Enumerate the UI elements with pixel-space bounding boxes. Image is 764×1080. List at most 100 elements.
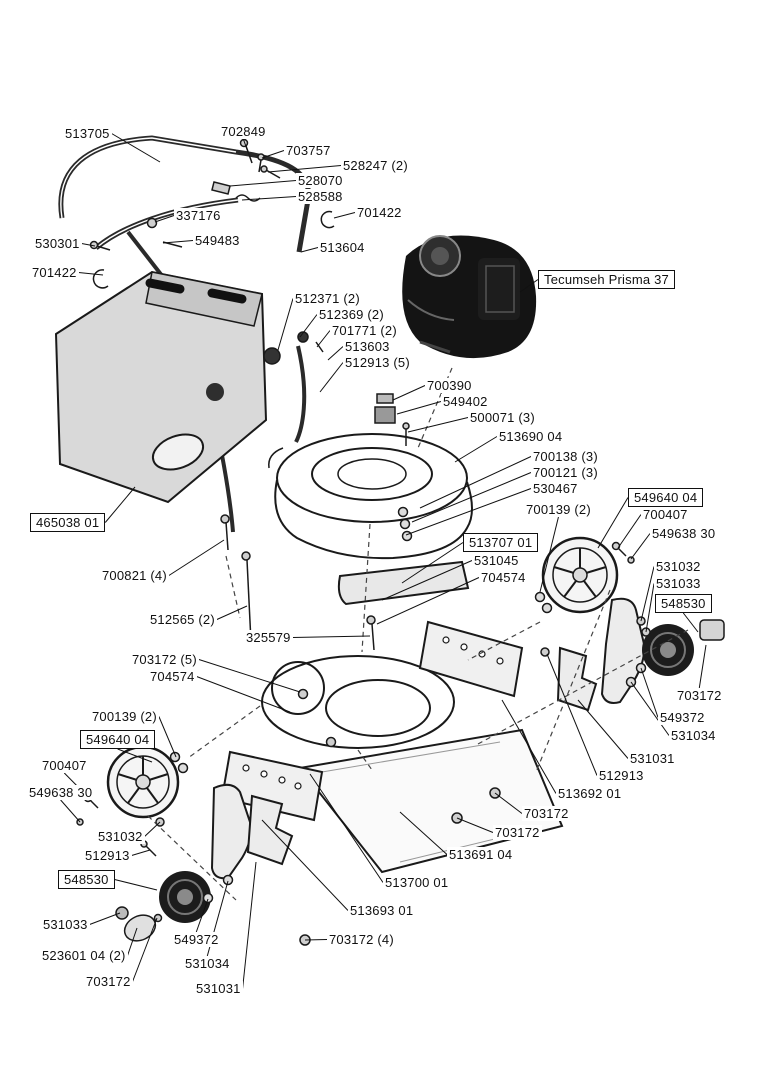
part-label-531032: 531032: [96, 829, 145, 844]
part-label-531032: 531032: [654, 559, 703, 574]
leader-line: [261, 150, 285, 159]
part-label-513707-01: 513707 01: [463, 533, 539, 552]
part-label-700821-4: 700821 (4): [100, 568, 169, 583]
leader-line: [198, 659, 301, 693]
part-label-512913-5: 512913 (5): [343, 355, 412, 370]
part-label-523601-04-2: 523601 04 (2): [40, 948, 128, 963]
part-label-530467: 530467: [531, 481, 580, 496]
part-label-549640-04: 549640 04: [80, 730, 156, 749]
leader-line: [104, 486, 136, 523]
leader-line: [60, 799, 81, 823]
part-label-549638-30: 549638 30: [650, 526, 718, 541]
leader-line: [381, 560, 473, 601]
leader-line: [539, 516, 559, 593]
part-label-513693-01: 513693 01: [348, 903, 416, 918]
leader-line: [299, 314, 318, 338]
leader-line: [196, 676, 291, 713]
part-label-Tecumseh-Prisma-37: Tecumseh Prisma 37: [538, 270, 675, 289]
leader-line: [261, 819, 349, 911]
leader-line: [158, 716, 177, 758]
part-label-700407: 700407: [641, 507, 690, 522]
part-label-531031: 531031: [628, 751, 677, 766]
part-label-700390: 700390: [425, 378, 474, 393]
leader-line: [333, 212, 356, 219]
leader-line: [501, 699, 557, 794]
leader-line: [645, 583, 655, 633]
leader-line: [81, 243, 96, 247]
hub-cap-right: [699, 619, 725, 641]
part-label-513604: 513604: [318, 240, 367, 255]
part-label-703172: 703172: [493, 825, 542, 840]
part-label-700138-3: 700138 (3): [531, 449, 600, 464]
part-label-528247-2: 528247 (2): [341, 158, 410, 173]
leader-line: [319, 362, 344, 393]
engine: [402, 235, 537, 359]
part-label-704574: 704574: [479, 570, 528, 585]
part-label-704574: 704574: [148, 669, 197, 684]
part-label-531033: 531033: [41, 917, 90, 932]
leader-line: [630, 533, 651, 560]
part-label-701771-2: 701771 (2): [330, 323, 399, 338]
bag-strap: [207, 288, 247, 304]
part-label-465038-01: 465038 01: [30, 513, 106, 532]
bag-knob: [206, 383, 224, 401]
part-label-512565-2: 512565 (2): [148, 612, 217, 627]
leader-line: [630, 681, 670, 736]
leader-line: [411, 472, 532, 523]
leader-line: [162, 240, 194, 244]
part-label-703172: 703172: [522, 806, 571, 821]
leader-line: [399, 811, 448, 855]
leader-line: [229, 180, 297, 187]
part-label-513690-04: 513690 04: [497, 429, 565, 444]
leader-line: [617, 514, 642, 549]
leader-line: [316, 330, 331, 348]
part-label-549372: 549372: [172, 932, 221, 947]
pulley-right: [642, 619, 725, 676]
leader-line: [577, 699, 629, 759]
bag-opening: [151, 433, 205, 471]
leader-line: [292, 635, 371, 638]
grass-bag: [54, 270, 268, 504]
leader-line: [242, 138, 249, 153]
leader-line: [168, 539, 225, 576]
leader-line: [519, 279, 539, 293]
leader-line: [117, 748, 153, 763]
leader-line: [154, 215, 175, 223]
leader-line: [392, 385, 426, 401]
part-label-700121-3: 700121 (3): [531, 465, 600, 480]
part-label-701422: 701422: [355, 205, 404, 220]
bag-strap: [145, 278, 185, 294]
leader-line: [546, 653, 598, 776]
part-label-531045: 531045: [472, 553, 521, 568]
leader-line: [132, 917, 158, 982]
part-label-700139-2: 700139 (2): [90, 709, 159, 724]
baffle-plate: [337, 560, 470, 606]
part-label-549372: 549372: [658, 710, 707, 725]
leader-line: [494, 792, 523, 814]
axle-plates: [220, 620, 524, 822]
part-label-512369-2: 512369 (2): [317, 307, 386, 322]
part-label-513705: 513705: [63, 126, 112, 141]
leader-line: [682, 612, 699, 633]
assembly-guides: [147, 367, 689, 901]
leader-line: [640, 566, 655, 622]
part-label-337176: 337176: [174, 208, 223, 223]
leader-line: [304, 939, 328, 941]
part-label-701422: 701422: [30, 265, 79, 280]
leader-line: [78, 272, 104, 276]
part-label-700139-2: 700139 (2): [524, 502, 593, 517]
part-label-703172-5: 703172 (5): [130, 652, 199, 667]
part-label-549483: 549483: [193, 233, 242, 248]
pulley-left: [123, 871, 211, 942]
part-label-703172: 703172: [675, 688, 724, 703]
part-label-703172-4: 703172 (4): [327, 932, 396, 947]
lower-pan: [261, 655, 455, 749]
deck-housing: [268, 433, 473, 560]
leader-line: [89, 912, 121, 925]
part-label-702849: 702849: [219, 124, 268, 139]
leader-line: [242, 861, 257, 989]
part-label-548530: 548530: [58, 870, 115, 889]
leader-line: [300, 247, 319, 253]
part-label-513700-01: 513700 01: [383, 875, 451, 890]
